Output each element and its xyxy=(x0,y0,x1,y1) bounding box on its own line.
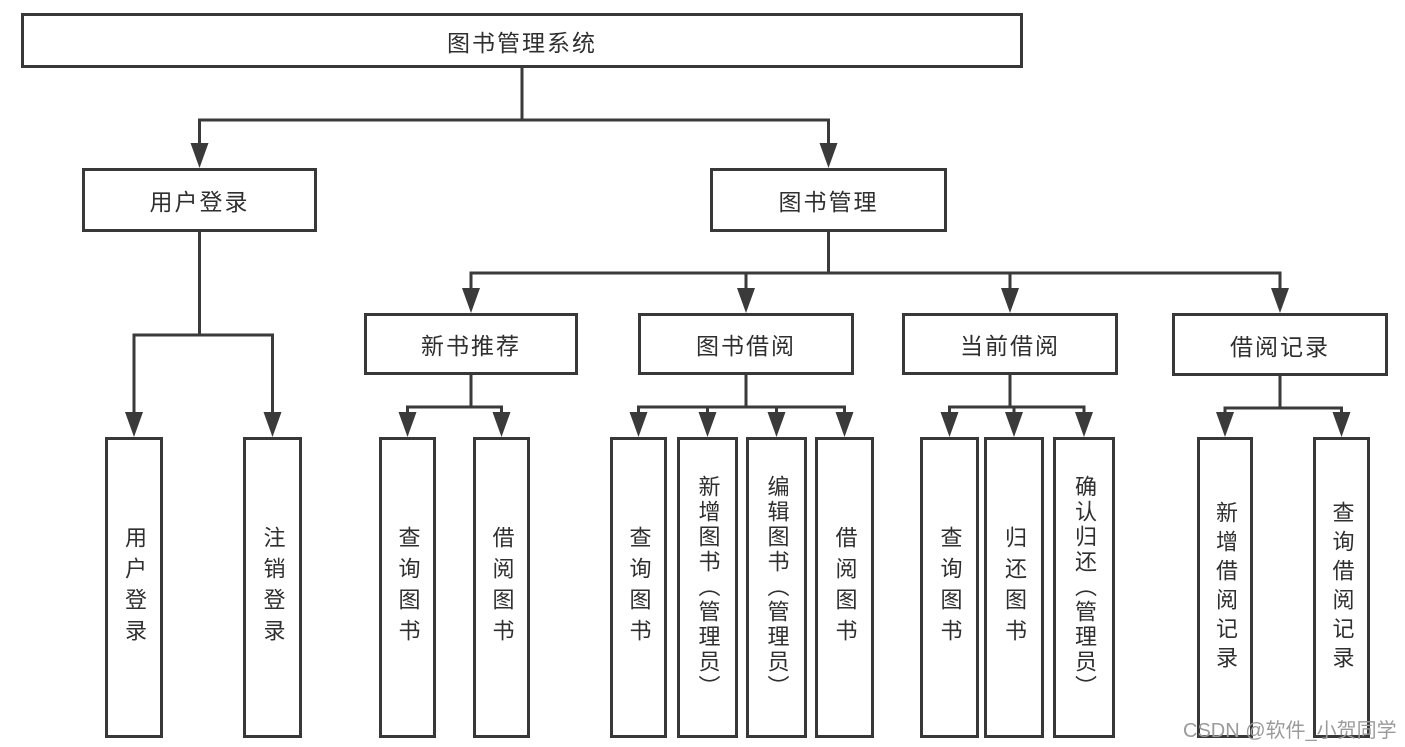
leaf-return-books-label: 归还图书 xyxy=(1002,525,1027,650)
node-current-borrow-label: 当前借阅 xyxy=(960,333,1060,359)
arrowhead-leaf-return-books xyxy=(1005,412,1023,437)
arrowhead-leaf-query-record xyxy=(1332,412,1351,437)
arrowhead-to-current-borrow xyxy=(1001,288,1019,313)
leaf-edit-books-admin: 编辑图书（管理员） xyxy=(746,437,807,738)
leaf-borrow-books-label: 借阅图书 xyxy=(832,525,858,650)
node-user-login: 用户登录 xyxy=(82,168,317,232)
leaf-query-books-current-label: 查询图书 xyxy=(937,525,963,650)
leaf-query-books-current: 查询图书 xyxy=(920,437,979,738)
leaf-borrow-books-recommend: 借阅图书 xyxy=(473,437,530,738)
leaf-logout-label: 注销登录 xyxy=(260,525,286,650)
leaf-add-borrow-record-label: 新增借阅记录 xyxy=(1213,500,1238,675)
csdn-watermark: CSDN @软件_小贺同学 xyxy=(1183,720,1397,742)
arrowhead-leaf-borrow-books xyxy=(835,412,854,437)
leaf-add-books-admin-label: 新增图书（管理员） xyxy=(695,475,721,700)
arrowhead-to-book-borrow xyxy=(737,288,755,313)
node-book-management-label: 图书管理 xyxy=(778,189,879,215)
arrowhead-leaf-user-login xyxy=(125,412,143,437)
arrowhead-leaf-query-books-borrow xyxy=(629,412,648,437)
connector-book-borrow-branch xyxy=(637,375,846,414)
arrowhead-to-borrow-records xyxy=(1271,288,1289,313)
connector-borrow-records-branch xyxy=(1223,376,1343,414)
leaf-query-books-recommend-label: 查询图书 xyxy=(395,525,421,650)
arrowhead-leaf-borrow-books-recommend xyxy=(492,412,511,437)
node-new-book-recommend-label: 新书推荐 xyxy=(421,333,521,359)
leaf-borrow-books: 借阅图书 xyxy=(815,437,874,738)
arrowhead-leaf-edit-books xyxy=(767,412,786,437)
arrowhead-to-user-login xyxy=(190,143,209,168)
node-user-login-label: 用户登录 xyxy=(149,189,250,215)
leaf-confirm-return-admin-label: 确认归还（管理员） xyxy=(1072,475,1097,700)
node-borrow-records: 借阅记录 xyxy=(1172,313,1388,376)
leaf-query-borrow-record: 查询借阅记录 xyxy=(1313,437,1370,738)
connector-book-management-branch xyxy=(469,232,1282,290)
node-new-book-recommend: 新书推荐 xyxy=(364,313,578,375)
connector-current-borrow-branch xyxy=(948,375,1086,414)
node-root-system: 图书管理系统 xyxy=(21,13,1023,68)
arrowhead-leaf-add-books xyxy=(698,412,717,437)
node-book-borrow-label: 图书借阅 xyxy=(696,333,796,359)
leaf-add-borrow-record: 新增借阅记录 xyxy=(1197,437,1253,738)
node-book-management: 图书管理 xyxy=(710,168,947,232)
leaf-confirm-return-admin: 确认归还（管理员） xyxy=(1053,437,1115,738)
leaf-query-books-recommend: 查询图书 xyxy=(379,437,436,738)
arrowhead-leaf-add-record xyxy=(1216,412,1234,437)
leaf-query-borrow-record-label: 查询借阅记录 xyxy=(1329,500,1355,675)
leaf-query-books-borrow: 查询图书 xyxy=(610,437,667,738)
leaf-return-books: 归还图书 xyxy=(984,437,1044,738)
node-current-borrow: 当前借阅 xyxy=(902,313,1118,375)
leaf-user-login-label: 用户登录 xyxy=(122,525,147,650)
arrowhead-leaf-confirm-return xyxy=(1075,412,1093,437)
leaf-borrow-books-recommend-label: 借阅图书 xyxy=(489,525,515,650)
leaf-edit-books-admin-label: 编辑图书（管理员） xyxy=(764,475,790,700)
connector-user-login-branch xyxy=(132,232,274,414)
node-book-borrow: 图书借阅 xyxy=(638,313,854,375)
arrowhead-leaf-query-books-recommend xyxy=(398,412,417,437)
arrowhead-to-book-management xyxy=(819,143,838,168)
node-root-label: 图书管理系统 xyxy=(447,29,597,56)
connector-root-branch xyxy=(198,68,830,145)
connector-new-book-branch xyxy=(406,375,503,414)
leaf-user-login: 用户登录 xyxy=(105,437,163,738)
leaf-add-books-admin: 新增图书（管理员） xyxy=(677,437,738,738)
arrowhead-leaf-logout xyxy=(263,412,282,437)
leaf-query-books-borrow-label: 查询图书 xyxy=(626,525,652,650)
leaf-logout: 注销登录 xyxy=(243,437,302,738)
arrowhead-to-new-book-recommend xyxy=(462,288,480,313)
node-borrow-records-label: 借阅记录 xyxy=(1230,333,1330,360)
arrowhead-leaf-query-books-current xyxy=(940,412,959,437)
